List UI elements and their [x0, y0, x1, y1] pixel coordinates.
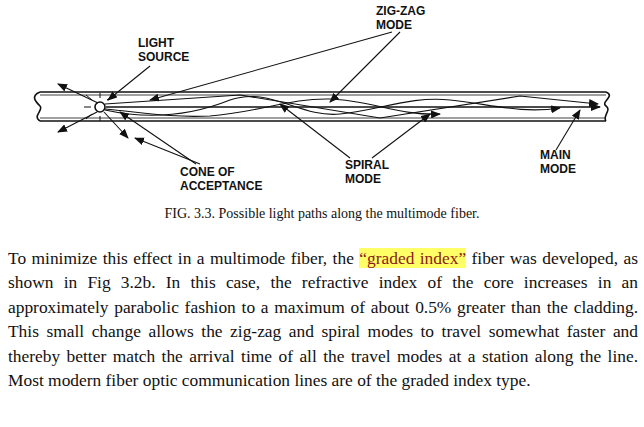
paragraph-text: To minimize this effect in a multimode f… — [8, 248, 354, 268]
figure-caption: FIG. 3.3. Possible light paths along the… — [0, 206, 644, 222]
leader-line — [330, 32, 400, 102]
cone-ray — [58, 84, 98, 103]
fiber-wall — [40, 91, 606, 93]
leader-line — [556, 110, 580, 150]
leader-line — [120, 112, 196, 164]
fiber-wall — [40, 120, 606, 122]
part-label: CONE OF ACCEPTANCE — [180, 165, 280, 193]
fiber-end — [35, 92, 41, 121]
body-paragraph: To minimize this effect in a multimode f… — [8, 246, 638, 392]
fiber-wall — [40, 95, 606, 96]
zigzag-mode — [105, 95, 598, 118]
leader-line — [372, 114, 430, 158]
paragraph-text: fiber was developed, as shown in Fig 3.2… — [8, 248, 638, 390]
leader-line — [280, 104, 350, 158]
part-label: LIGHT SOURCE — [138, 36, 218, 64]
light-source — [95, 102, 105, 112]
leader-line — [150, 32, 392, 100]
leader-line — [108, 66, 150, 100]
main-mode — [106, 106, 600, 108]
part-label: ZIG-ZAG MODE — [376, 4, 446, 32]
highlighted-term: “graded index” — [359, 248, 466, 268]
cone-ray — [58, 112, 97, 132]
fiber-wall — [40, 118, 606, 119]
part-label: SPIRAL MODE — [345, 158, 415, 186]
spiral-mode — [105, 99, 440, 116]
part-label: MAIN MODE — [540, 148, 590, 176]
cone-ray — [104, 112, 128, 138]
leader-line — [135, 138, 200, 164]
fiber-end — [605, 92, 610, 121]
